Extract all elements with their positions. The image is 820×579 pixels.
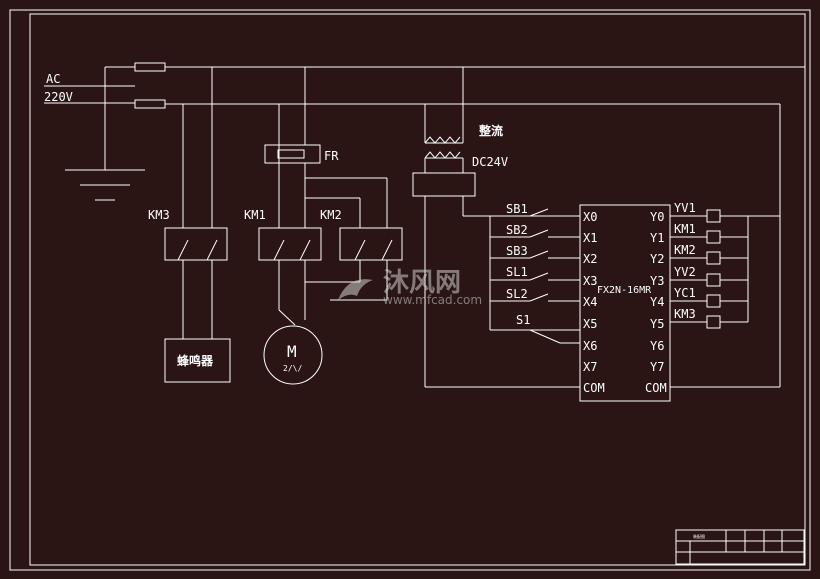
plc-out-y1: Y1 <box>650 231 664 245</box>
watermark-brand: 沐风网 <box>383 268 461 298</box>
inner-frame <box>29 13 806 566</box>
km1-out-label: KM1 <box>674 222 696 236</box>
input-switches <box>489 208 580 344</box>
ac-label: AC <box>46 72 60 86</box>
km3-contactor <box>164 227 228 261</box>
watermark-url: www.mfcad.com <box>383 293 482 307</box>
plc-out-y6: Y6 <box>650 339 664 353</box>
fuse-1 <box>134 62 166 72</box>
yv1-label: YV1 <box>674 201 696 215</box>
plc-model: FX2N-16MR <box>597 285 652 296</box>
dc-label: DC24V <box>472 155 508 169</box>
watermark-logo: 沐风网 www.mfcad.com <box>338 268 482 307</box>
km1-contactor <box>258 227 322 261</box>
km2-label: KM2 <box>320 208 342 222</box>
sb2-label: SB2 <box>506 223 528 237</box>
fr-label: FR <box>324 149 339 163</box>
transformer-primary <box>424 136 461 144</box>
logo-icon <box>338 279 373 300</box>
sb1-label: SB1 <box>506 202 528 216</box>
km2-contactor <box>339 227 403 261</box>
title-block-cell: 装配图 <box>693 533 705 539</box>
motor-label: M <box>287 342 297 361</box>
plc-out-y2: Y2 <box>650 252 664 266</box>
sl2-label: SL2 <box>506 287 528 301</box>
plc-in-x7: X7 <box>583 360 597 374</box>
title-block: 装配图 <box>675 529 805 565</box>
sb3-label: SB3 <box>506 244 528 258</box>
sl1-label: SL1 <box>506 265 528 279</box>
plc-out-y7: Y7 <box>650 360 664 374</box>
fuse-2 <box>134 99 166 109</box>
km1-label: KM1 <box>244 208 266 222</box>
plc-in-com: COM <box>583 381 605 395</box>
yc1-label: YC1 <box>674 286 696 300</box>
plc-out-com: COM <box>645 381 667 395</box>
motor-phase-label: 2/\/ <box>283 364 302 373</box>
ground-icon <box>65 169 145 201</box>
plc-in-x4: X4 <box>583 295 597 309</box>
plc-out-y3: Y3 <box>650 274 664 288</box>
s1-label: S1 <box>516 313 530 327</box>
plc-out-y5: Y5 <box>650 317 664 331</box>
fr-element <box>277 149 305 159</box>
km3-label: KM3 <box>148 208 170 222</box>
plc-in-x3: X3 <box>583 274 597 288</box>
plc-in-x5: X5 <box>583 317 597 331</box>
plc-in-x0: X0 <box>583 210 597 224</box>
transformer-secondary <box>424 151 461 159</box>
plc-in-x1: X1 <box>583 231 597 245</box>
rectifier-label: 整流 <box>478 123 503 138</box>
plc-box <box>579 204 671 402</box>
fr-relay <box>264 144 321 164</box>
output-loads <box>670 104 781 388</box>
plc-in-x2: X2 <box>583 252 597 266</box>
km3-out-label: KM3 <box>674 307 696 321</box>
outer-frame <box>9 9 811 571</box>
plc-in-x6: X6 <box>583 339 597 353</box>
km2-out-label: KM2 <box>674 243 696 257</box>
motor-icon <box>263 325 323 385</box>
voltage-label: 220V <box>44 90 73 104</box>
buzzer-box <box>164 338 231 383</box>
rectifier-box <box>412 172 476 197</box>
plc-out-y0: Y0 <box>650 210 664 224</box>
plc-out-y4: Y4 <box>650 295 664 309</box>
yv2-label: YV2 <box>674 265 696 279</box>
buzzer-label: 蜂鸣器 <box>177 353 214 368</box>
